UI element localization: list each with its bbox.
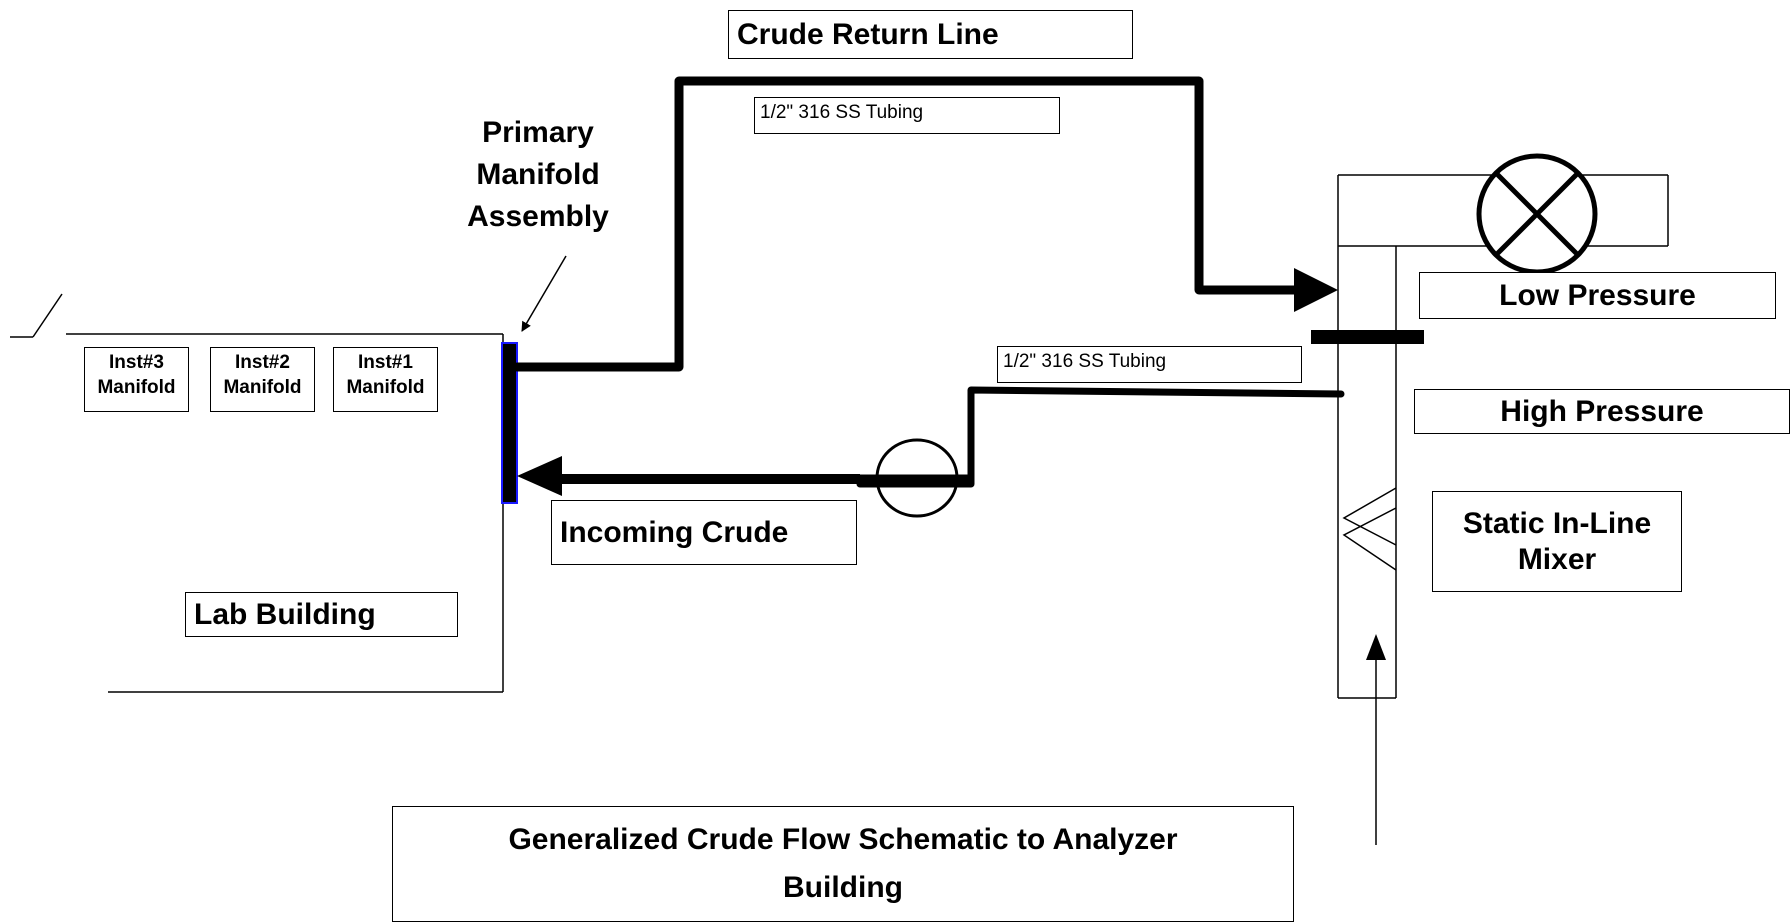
primary-manifold-label: Primary Manifold Assembly bbox=[438, 112, 638, 238]
inlet-arrowhead bbox=[1366, 634, 1386, 660]
pressure-separator-bar bbox=[1311, 330, 1424, 344]
static-mixer-label: Static In-Line Mixer bbox=[1432, 491, 1682, 592]
tubing-label-bottom: 1/2" 316 SS Tubing bbox=[997, 346, 1302, 383]
lab-building-label: Lab Building bbox=[185, 592, 458, 637]
low-pressure-label: Low Pressure bbox=[1419, 272, 1776, 319]
static-mixer-line1: Static In-Line bbox=[1462, 506, 1652, 540]
return-arrowhead bbox=[1294, 268, 1338, 312]
inst3-line1: Inst#3 bbox=[109, 352, 164, 373]
crude-return-line bbox=[512, 76, 1305, 372]
high-pressure-label: High Pressure bbox=[1414, 389, 1790, 434]
inst1-line2: Manifold bbox=[346, 376, 425, 398]
title-box: Generalized Crude Flow Schematic to Anal… bbox=[392, 806, 1294, 922]
title-line1: Generalized Crude Flow Schematic to Anal… bbox=[508, 823, 1178, 856]
tubing-label-top: 1/2" 316 SS Tubing bbox=[754, 97, 1060, 134]
low-pressure-text: Low Pressure bbox=[1499, 278, 1696, 312]
inst3-manifold-box: Inst#3 Manifold bbox=[84, 347, 189, 412]
high-pressure-text: High Pressure bbox=[1500, 394, 1704, 428]
primary-manifold-bar bbox=[501, 342, 518, 504]
inst1-manifold-box: Inst#1 Manifold bbox=[333, 347, 438, 412]
incoming-crude-text: Incoming Crude bbox=[560, 515, 789, 549]
tubing-bottom-text: 1/2" 316 SS Tubing bbox=[1003, 351, 1167, 372]
lab-building-text: Lab Building bbox=[194, 597, 376, 631]
static-mixer-line2: Mixer bbox=[1517, 542, 1597, 576]
valve-icon bbox=[1476, 153, 1598, 275]
inst3-line2: Manifold bbox=[97, 376, 176, 398]
title-line2: Building bbox=[783, 871, 903, 904]
primary-manifold-line2: Manifold bbox=[476, 158, 600, 191]
static-mixer-chevrons bbox=[1342, 487, 1397, 571]
crude-return-line-label: Crude Return Line bbox=[728, 10, 1133, 59]
incoming-crude-label: Incoming Crude bbox=[551, 500, 857, 565]
inst2-line2: Manifold bbox=[223, 376, 302, 398]
manifold-pointer-arrow bbox=[521, 255, 567, 332]
primary-manifold-line1: Primary bbox=[482, 116, 594, 149]
inst1-line1: Inst#1 bbox=[358, 352, 413, 373]
primary-manifold-line3: Assembly bbox=[467, 200, 609, 233]
pump-symbol bbox=[860, 438, 971, 518]
inst2-manifold-box: Inst#2 Manifold bbox=[210, 347, 315, 412]
incoming-arrowhead bbox=[517, 456, 562, 496]
crude-return-line-text: Crude Return Line bbox=[737, 17, 999, 51]
tubing-top-text: 1/2" 316 SS Tubing bbox=[760, 102, 924, 123]
incoming-crude-line-thin bbox=[856, 386, 1345, 488]
inst2-line1: Inst#2 bbox=[235, 352, 290, 373]
